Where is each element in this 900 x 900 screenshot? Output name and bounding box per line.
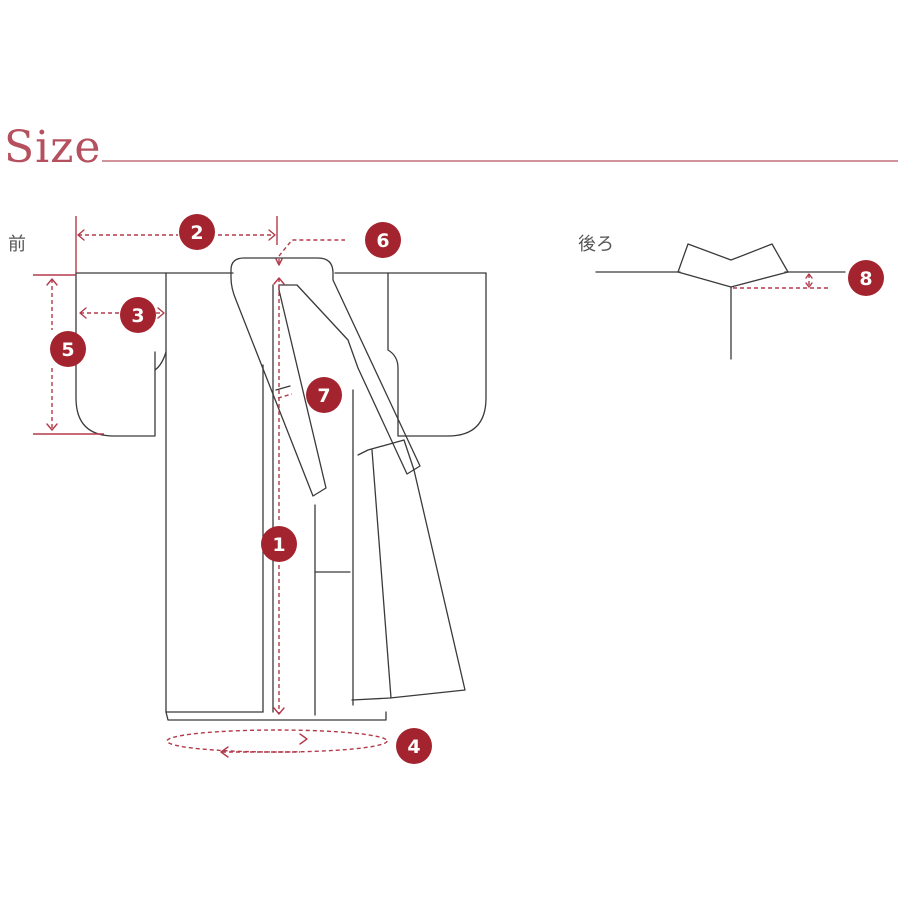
dimension-1-arrow-top (273, 277, 285, 285)
badge-8: 8 (848, 260, 884, 296)
dimension-8-arrow-bottom (805, 282, 813, 288)
front-overlap-panel (351, 439, 466, 701)
badge-4-circle (396, 728, 432, 764)
badge-8-number: 8 (859, 268, 872, 290)
dimension-collar-leader (275, 239, 345, 266)
dimension-7-line (277, 393, 293, 399)
badge-4-number: 4 (407, 736, 420, 758)
badge-3-circle (120, 297, 156, 333)
back-view-label: 後ろ (578, 234, 614, 255)
dimension-5-arrow-bottom (46, 423, 58, 431)
badge-8-circle (848, 260, 884, 296)
kimono-back-outline (595, 243, 846, 360)
badge-4: 4 (396, 728, 432, 764)
collar-crease (275, 385, 291, 391)
badge-5-circle (50, 331, 86, 367)
right-sleeve (405, 272, 487, 437)
dimension-6-arrow (275, 258, 283, 266)
dimension-6-leader (278, 239, 345, 263)
dimension-body-length (273, 277, 285, 715)
badge-6: 6 (365, 222, 401, 258)
dimension-shoulder-width (75, 216, 278, 273)
badge-3-number: 3 (131, 305, 144, 327)
front-view-label: 前 (8, 234, 26, 255)
badge-7: 7 (306, 377, 342, 413)
dimension-2-arrow-left (77, 229, 85, 241)
badge-7-number: 7 (317, 385, 330, 407)
page-title: Size (4, 122, 101, 173)
dimension-sleeve-width (79, 307, 165, 319)
dimension-4-arrow-left (220, 746, 229, 758)
dimension-back-collar-depth (733, 273, 830, 289)
dimension-8-arrow-top (805, 273, 813, 279)
right-sleeve-inner (387, 272, 407, 437)
badge-1-number: 1 (272, 534, 285, 556)
badge-2-number: 2 (190, 222, 203, 244)
badge-6-circle (365, 222, 401, 258)
dimension-2-arrow-right (268, 229, 276, 241)
hem-line (165, 711, 387, 721)
overlap-fold-line (371, 449, 392, 699)
dimension-3-arrow-left (79, 307, 87, 319)
badge-6-number: 6 (376, 230, 389, 252)
back-collar (677, 243, 789, 288)
badge-1-circle (261, 526, 297, 562)
dimension-3-arrow-right (157, 307, 165, 319)
dimension-collar-width (277, 393, 293, 399)
badge-2: 2 (179, 214, 215, 250)
left-sleeve-curve (154, 351, 167, 371)
dimension-hem-circumference (166, 729, 388, 758)
kimono-front-outline (75, 257, 487, 721)
dimension-1-arrow-bottom (273, 707, 285, 715)
badge-3: 3 (120, 297, 156, 333)
badge-7-circle (306, 377, 342, 413)
dimension-4-arrow-right (299, 733, 308, 745)
dimension-4-ellipse (166, 729, 388, 753)
badge-2-circle (179, 214, 215, 250)
badge-1: 1 (261, 526, 297, 562)
dimension-5-arrow-top (46, 278, 58, 286)
left-sleeve (75, 272, 156, 437)
badge-5-number: 5 (61, 339, 74, 361)
dimension-sleeve-length (33, 274, 104, 435)
collar-strip (230, 257, 421, 497)
badge-5: 5 (50, 331, 86, 367)
